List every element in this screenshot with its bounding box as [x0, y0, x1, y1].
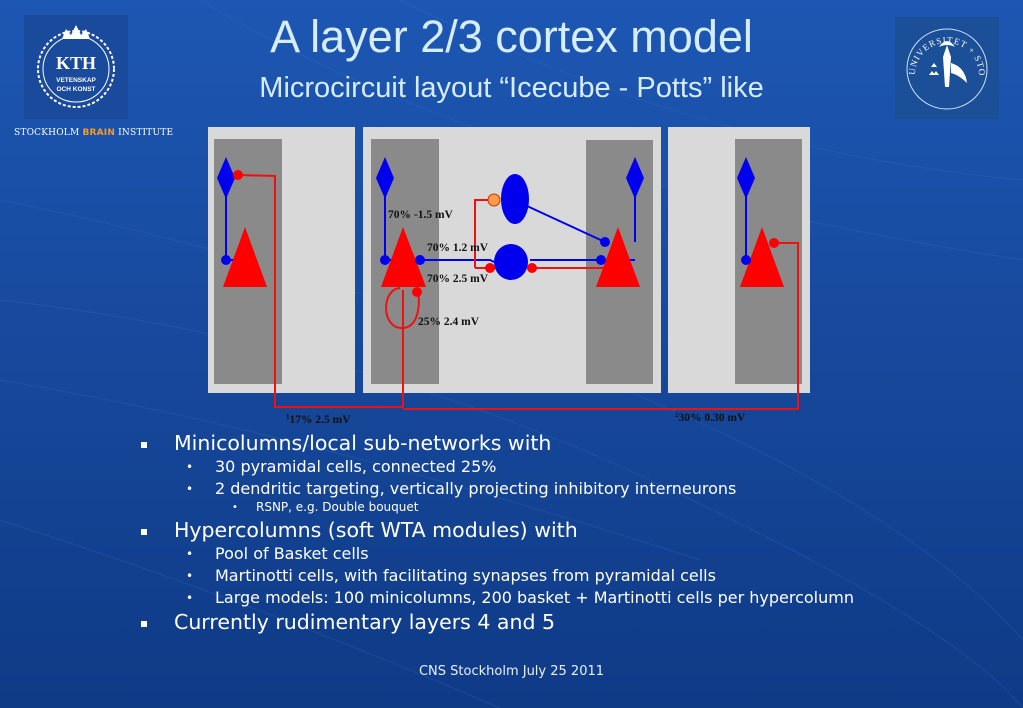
facilitating-synapse	[487, 193, 501, 207]
slide-subtitle: Microcircuit layout “Icecube - Potts” li…	[259, 72, 764, 104]
svg-text:OCH KONST: OCH KONST	[57, 86, 96, 93]
label-recurrent-weight: 25% 2.4 mV	[418, 316, 480, 328]
label-long-range-2: 230% 0.30 mV	[675, 411, 746, 424]
double-bouquet-cell	[737, 157, 755, 199]
double-bouquet-cell	[376, 157, 394, 199]
sub-bullet-item: Large models: 100 minicolumns, 200 baske…	[138, 587, 1018, 609]
kth-logo: KTH VETENSKAP OCH KONST	[24, 15, 128, 119]
svg-text:VETENSKAP: VETENSKAP	[56, 77, 96, 84]
pyramidal-cell	[740, 227, 784, 287]
long-range-connection-2	[403, 242, 799, 410]
slide-footer: CNS Stockholm July 25 2011	[418, 664, 605, 679]
bullet-item: Hypercolumns (soft WTA modules) with	[138, 517, 1018, 543]
sub-bullet-item: 30 pyramidal cells, connected 25%	[138, 456, 1018, 478]
martinotti-to-right-pyramid	[526, 205, 606, 243]
bullet-item: Minicolumns/local sub-networks with	[138, 430, 1018, 456]
label-long-range-1: 117% 2.5 mV	[286, 413, 351, 426]
label-martinotti-weight: 70% -1.5 mV	[388, 209, 454, 221]
label-basket-weight: 70% 1.2 mV	[427, 242, 489, 254]
pyramidal-cell	[596, 227, 640, 287]
martinotti-cell	[501, 174, 529, 224]
pyramidal-cell	[223, 227, 267, 287]
sub-bullet-item: Pool of Basket cells	[138, 543, 1018, 565]
recurrent-connection-loop	[385, 287, 420, 330]
long-range-connection-1	[237, 174, 404, 408]
double-bouquet-cell	[217, 157, 235, 199]
sub-bullet-item: 2 dendritic targeting, vertically projec…	[138, 478, 1018, 500]
sub-bullet-item: Martinotti cells, with facilitating syna…	[138, 565, 1018, 587]
microcircuit-diagram: 70% -1.5 mV 70% 1.2 mV 70% 2.5 mV 25% 2.…	[208, 127, 810, 426]
double-bouquet-cell	[626, 157, 644, 199]
stockholm-brain-institute-label: STOCKHOLM BRAIN INSTITUTE	[14, 128, 174, 138]
basket-cell-link	[420, 259, 495, 263]
basket-cell	[494, 244, 528, 280]
bullet-item: Currently rudimentary layers 4 and 5	[138, 609, 1018, 635]
pyramidal-cell	[381, 227, 426, 287]
label-pyramid-basket-weight: 70% 2.5 mV	[427, 273, 489, 285]
stockholm-university-logo: UNIVERSITET + STOCKHOLMS	[890, 9, 999, 119]
sub-sub-bullet-item: RSNP, e.g. Double bouquet	[138, 500, 1018, 515]
bullet-list: Minicolumns/local sub-networks with 30 p…	[138, 430, 1018, 635]
slide-title: A layer 2/3 cortex model	[270, 11, 753, 62]
svg-text:KTH: KTH	[56, 53, 96, 73]
